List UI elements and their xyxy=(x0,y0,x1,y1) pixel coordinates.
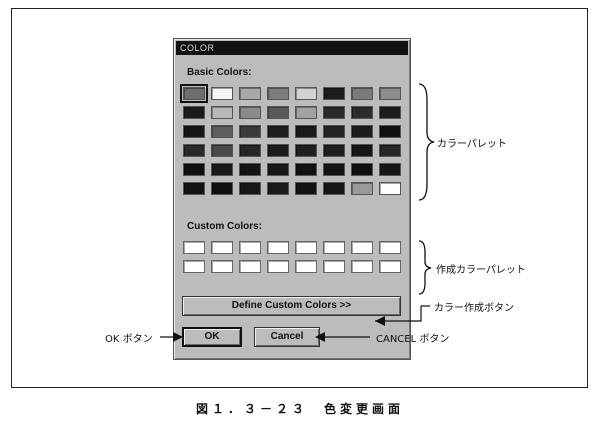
basic-color-swatch[interactable] xyxy=(323,144,345,157)
basic-color-swatch[interactable] xyxy=(379,87,401,100)
basic-color-swatch[interactable] xyxy=(267,182,289,195)
basic-color-swatch[interactable] xyxy=(351,87,373,100)
define-arrow-line xyxy=(375,306,422,322)
basic-color-swatch[interactable] xyxy=(379,163,401,176)
basic-color-swatch[interactable] xyxy=(267,87,289,100)
custom-color-swatch[interactable] xyxy=(211,260,233,273)
basic-color-swatch[interactable] xyxy=(379,182,401,195)
ok-arrow-head xyxy=(173,332,183,342)
custom-color-swatch[interactable] xyxy=(211,241,233,254)
basic-color-swatch[interactable] xyxy=(183,144,205,157)
basic-color-swatch[interactable] xyxy=(351,144,373,157)
basic-color-swatch[interactable] xyxy=(180,84,208,103)
basic-color-swatch[interactable] xyxy=(211,182,233,195)
basic-color-swatch[interactable] xyxy=(323,106,345,119)
custom-color-swatch[interactable] xyxy=(239,260,261,273)
basic-color-swatch[interactable] xyxy=(183,106,205,119)
color-dialog: COLOR Basic Colors: Custom Colors: Defin… xyxy=(173,38,411,360)
custom-color-swatch[interactable] xyxy=(295,260,317,273)
basic-color-swatch[interactable] xyxy=(267,144,289,157)
basic-color-swatch[interactable] xyxy=(351,125,373,138)
callout-define-button: カラー作成ボタン xyxy=(434,303,514,314)
define-custom-colors-button[interactable]: Define Custom Colors >> xyxy=(182,296,401,316)
basic-color-swatch[interactable] xyxy=(267,163,289,176)
basic-color-swatch[interactable] xyxy=(323,163,345,176)
basic-color-swatch[interactable] xyxy=(323,87,345,100)
basic-color-swatch[interactable] xyxy=(211,106,233,119)
callout-cancel-button: CANCEL ボタン xyxy=(376,334,450,345)
custom-colors-label: Custom Colors: xyxy=(187,221,262,232)
basic-color-swatch[interactable] xyxy=(239,144,261,157)
figure-caption: 図１．３－２３ 色変更画面 xyxy=(195,402,404,416)
custom-color-swatch[interactable] xyxy=(183,260,205,273)
basic-color-swatch[interactable] xyxy=(379,144,401,157)
basic-color-swatch[interactable] xyxy=(211,163,233,176)
basic-color-swatch[interactable] xyxy=(183,125,205,138)
palette-brace xyxy=(418,83,435,201)
custom-color-swatch[interactable] xyxy=(183,241,205,254)
basic-color-swatch[interactable] xyxy=(379,106,401,119)
basic-color-swatch[interactable] xyxy=(379,125,401,138)
basic-color-swatch[interactable] xyxy=(211,87,233,100)
custom-color-swatch[interactable] xyxy=(295,241,317,254)
custom-color-swatch[interactable] xyxy=(267,260,289,273)
define-arrow-head xyxy=(375,316,385,326)
basic-color-swatch[interactable] xyxy=(239,182,261,195)
dialog-title: COLOR xyxy=(176,41,408,55)
basic-color-swatch[interactable] xyxy=(239,125,261,138)
basic-color-palette xyxy=(180,84,401,195)
basic-color-swatch[interactable] xyxy=(267,106,289,119)
basic-color-swatch[interactable] xyxy=(295,163,317,176)
custom-color-swatch[interactable] xyxy=(351,260,373,273)
callout-custom-palette: 作成カラーパレット xyxy=(436,265,526,276)
basic-colors-label: Basic Colors: xyxy=(187,67,252,78)
custom-color-swatch[interactable] xyxy=(379,260,401,273)
cancel-arrow-head xyxy=(315,332,325,342)
basic-color-swatch[interactable] xyxy=(239,163,261,176)
basic-color-swatch[interactable] xyxy=(211,144,233,157)
custom-color-swatch[interactable] xyxy=(239,241,261,254)
custom-color-swatch[interactable] xyxy=(267,241,289,254)
custom-color-swatch[interactable] xyxy=(379,241,401,254)
basic-color-swatch[interactable] xyxy=(267,125,289,138)
basic-color-swatch[interactable] xyxy=(239,106,261,119)
basic-color-swatch[interactable] xyxy=(351,163,373,176)
custom-color-swatch[interactable] xyxy=(351,241,373,254)
basic-color-swatch[interactable] xyxy=(295,87,317,100)
basic-color-swatch[interactable] xyxy=(295,125,317,138)
basic-color-swatch[interactable] xyxy=(295,182,317,195)
custom-color-palette xyxy=(183,241,401,273)
callout-palette: カラーパレット xyxy=(437,139,507,150)
basic-color-swatch[interactable] xyxy=(351,182,373,195)
basic-color-swatch[interactable] xyxy=(323,125,345,138)
basic-color-swatch[interactable] xyxy=(295,144,317,157)
basic-color-swatch[interactable] xyxy=(351,106,373,119)
basic-color-swatch[interactable] xyxy=(323,182,345,195)
basic-color-swatch[interactable] xyxy=(239,87,261,100)
basic-color-swatch[interactable] xyxy=(183,163,205,176)
basic-color-swatch[interactable] xyxy=(183,182,205,195)
custom-color-swatch[interactable] xyxy=(323,260,345,273)
basic-color-swatch[interactable] xyxy=(295,106,317,119)
basic-color-swatch[interactable] xyxy=(211,125,233,138)
callout-ok-button: OK ボタン xyxy=(105,334,153,345)
custom-color-swatch[interactable] xyxy=(323,241,345,254)
custom-palette-brace xyxy=(418,240,432,295)
